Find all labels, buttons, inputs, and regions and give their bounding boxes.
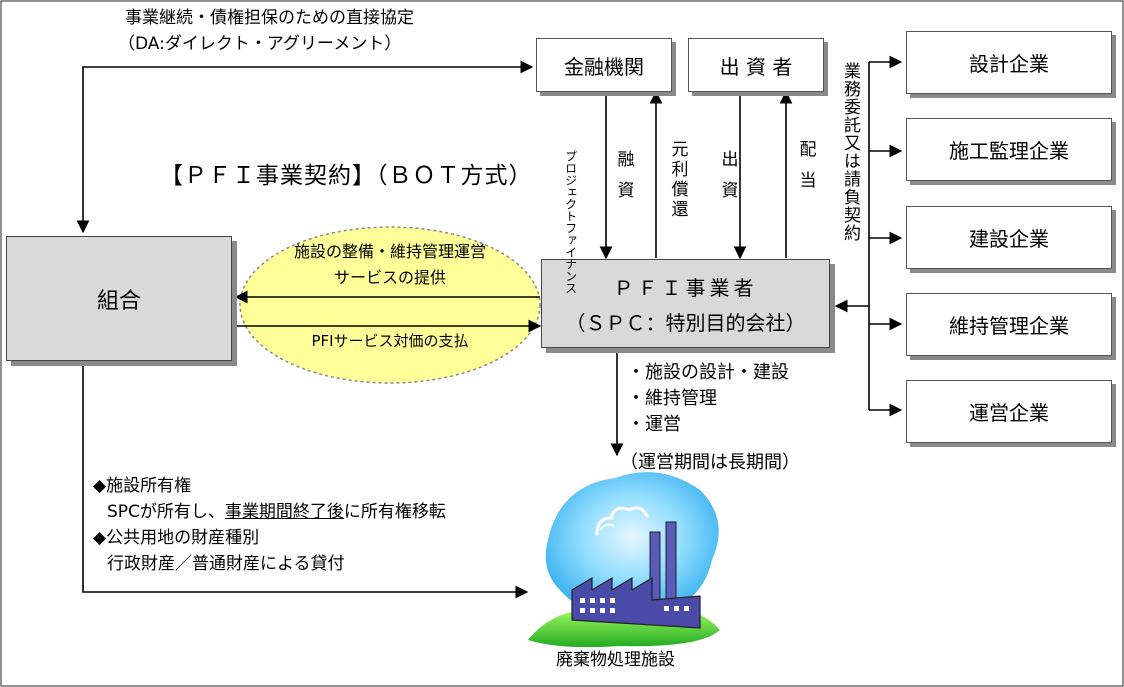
- bank-label: 金融機関: [564, 54, 644, 79]
- direct-agreement-subtitle: （DA:ダイレクト・アグリーメント）: [118, 34, 402, 54]
- contract-title: 【ＰＦＩ事業契約】（ＢＯＴ方式）: [160, 163, 533, 189]
- ownership-text: SPCが所有し、事業期間終了後に所有権移転: [107, 504, 446, 521]
- loan-label: 融資: [613, 150, 634, 212]
- service-text-2: サービスの提供: [333, 268, 446, 287]
- spc-box: ＰＦＩ事業者 （ＳＰＣ：特別目的会社）: [541, 259, 830, 348]
- company-maintenance: 維持管理企業: [906, 293, 1112, 356]
- repayment-label: 元利償還: [667, 140, 688, 220]
- kumiai-box: 組合: [6, 236, 232, 361]
- direct-agreement-title: 事業継続・債権担保のための直接協定: [125, 8, 414, 28]
- company-operation-label: 運営企業: [969, 401, 1049, 425]
- company-construction: 建設企業: [906, 206, 1112, 269]
- ownership-text-b: に所有権移転: [343, 502, 446, 522]
- land-type-heading: ◆公共用地の財産種別: [93, 528, 260, 548]
- operation-period-note: （運営期間は長期間）: [620, 452, 800, 473]
- investor-box: 出 資 者: [688, 38, 824, 92]
- land-type-text: 行政財産／普通財産による貸付: [107, 554, 345, 574]
- service-text-1: 施設の整備・維持管理運営: [293, 242, 486, 261]
- task-design-build: ・施設の設計・建設: [627, 362, 789, 383]
- ownership-heading: ◆施設所有権: [93, 476, 192, 496]
- task-maintenance: ・維持管理: [627, 388, 717, 410]
- direct-agreement-arrow: [76, 60, 534, 234]
- spc-task-list: ・施設の設計・建設 ・維持管理 ・運営: [627, 360, 789, 438]
- company-supervision: 施工監理企業: [906, 118, 1112, 181]
- ownership-text-a: SPCが所有し、: [107, 502, 225, 522]
- spc-name: ＰＦＩ事業者: [613, 275, 758, 300]
- task-operation: ・運営: [627, 414, 681, 436]
- factory-body: [571, 576, 701, 629]
- company-design-label: 設計企業: [969, 52, 1049, 76]
- ownership-text-underlined: 事業期間終了後: [224, 502, 344, 522]
- service-ellipse: [239, 226, 541, 384]
- project-finance-label: プロジェクトファイナンス: [563, 150, 578, 294]
- company-construction-label: 建設企業: [969, 227, 1049, 251]
- company-design: 設計企業: [906, 31, 1112, 94]
- investor-label: 出 資 者: [719, 54, 793, 79]
- ownership-arrow: [82, 362, 529, 599]
- kumiai-label: 組合: [96, 288, 141, 314]
- outsourcing-label: 業務委託又は請負契約: [840, 62, 860, 242]
- payment-text: PFIサービス対価の支払: [311, 332, 469, 350]
- investment-label: 出資: [717, 150, 738, 212]
- spc-subtitle: （ＳＰＣ：特別目的会社）: [565, 310, 806, 335]
- bank-box: 金融機関: [536, 38, 672, 92]
- company-maintenance-label: 維持管理企業: [949, 314, 1069, 338]
- company-supervision-label: 施工監理企業: [949, 139, 1069, 163]
- dividend-label: 配当: [795, 140, 816, 202]
- facility-label: 廃棄物処理施設: [556, 650, 675, 670]
- company-operation: 運営企業: [906, 380, 1112, 443]
